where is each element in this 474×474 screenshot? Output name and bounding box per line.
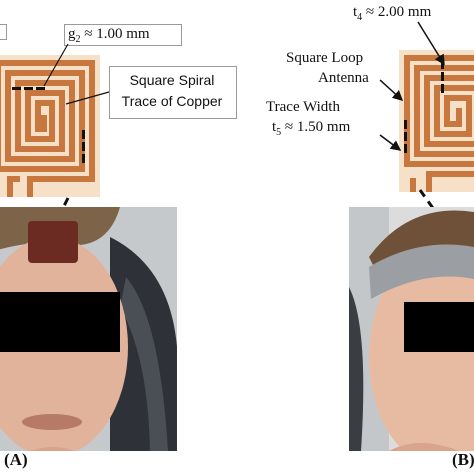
panel-a-frame-fragment bbox=[0, 24, 7, 40]
width-marker bbox=[404, 144, 407, 153]
width-marker bbox=[82, 154, 85, 163]
gap-marker bbox=[36, 87, 45, 90]
panel-a-label: (A) bbox=[4, 450, 28, 469]
spacing-marker bbox=[441, 72, 444, 81]
width-leader-arrow bbox=[379, 134, 402, 151]
copper-feed-line bbox=[7, 176, 20, 197]
width-marker bbox=[404, 132, 407, 141]
gap-label-box bbox=[64, 24, 182, 46]
photo-a-subject-forehead-patch bbox=[0, 207, 177, 451]
gap-marker bbox=[12, 87, 21, 90]
trace-width-label-line-2: t5 ≈ 1.50 mm bbox=[272, 119, 351, 138]
width-marker bbox=[82, 130, 85, 139]
trace-width-label-line-1: Trace Width bbox=[266, 99, 340, 115]
censor-bar bbox=[404, 302, 474, 352]
width-marker bbox=[82, 142, 85, 151]
spacing-marker bbox=[441, 84, 444, 93]
headband bbox=[369, 244, 474, 299]
photo-b-subject-headband bbox=[349, 207, 474, 451]
spacing-marker bbox=[441, 60, 444, 69]
spiral-callout-line-1: Square Spiral bbox=[129, 72, 215, 88]
square-spiral-antenna bbox=[0, 55, 100, 197]
panel-b-label: (B) bbox=[452, 450, 474, 469]
gap-marker bbox=[24, 87, 33, 90]
spacing-label: t4 ≈ 2.00 mm bbox=[353, 4, 432, 23]
width-marker bbox=[404, 120, 407, 129]
censor-bar bbox=[0, 292, 120, 352]
forehead-patch bbox=[28, 221, 78, 263]
square-loop-antenna bbox=[399, 50, 474, 192]
antenna-label-line-1: Square Loop bbox=[286, 50, 364, 66]
antenna-label-line-2: Antenna bbox=[318, 70, 369, 86]
spiral-callout-box bbox=[109, 66, 237, 119]
gap-label: g2 ≈ 1.00 mm bbox=[68, 26, 150, 45]
spiral-callout-line-2: Trace of Copper bbox=[121, 93, 223, 109]
